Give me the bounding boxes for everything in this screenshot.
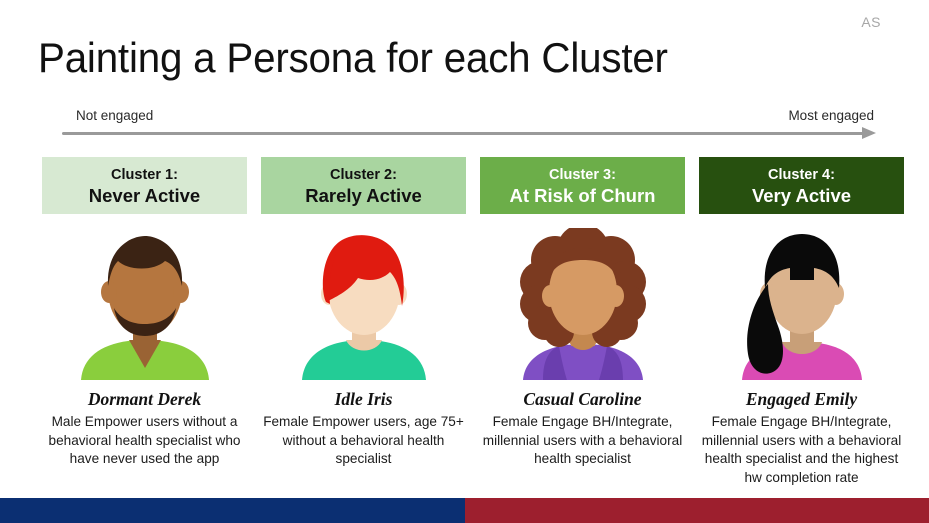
persona-column-3: Cluster 3: At Risk of Churn [480,157,685,497]
persona-name-2: Idle Iris [334,389,393,409]
avatar-female-ponytail-icon [741,234,862,380]
author-initials-badge: AS [861,14,881,30]
avatar-female-curly-icon [519,228,646,380]
persona-column-4: Cluster 4: Very Active Engaged Emily Fem… [699,157,904,497]
persona-name-1: Dormant Derek [87,389,202,409]
cluster-name-4: Very Active [751,184,852,206]
cluster-name-1: Never Active [88,184,201,206]
cluster-bar-3[interactable]: Cluster 3: At Risk of Churn [480,157,685,214]
arrow-right-icon [862,127,876,139]
axis-line [62,132,868,135]
cluster-bar-4[interactable]: Cluster 4: Very Active [699,157,904,214]
persona-column-1: Cluster 1: Never Active Dormant Derek Ma… [42,157,247,497]
footer-band-red [465,498,929,523]
cluster-label-1: Cluster 1: [111,166,178,183]
persona-name-4: Engaged Emily [745,389,858,409]
persona-description-3: Female Engage BH/Integrate, millennial u… [482,414,683,466]
page-title: Painting a Persona for each Cluster [38,34,668,81]
avatar [499,228,667,380]
engagement-axis: Not engaged Most engaged [62,108,880,139]
persona-column-2: Cluster 2: Rarely Active Idle Iris Femal… [261,157,466,497]
avatar [718,228,886,380]
persona-columns: Cluster 1: Never Active Dormant Derek Ma… [42,157,904,497]
persona-description-2: Female Empower users, age 75+ without a … [263,414,464,466]
avatar-male-beard-icon [80,236,209,380]
cluster-name-2: Rarely Active [305,184,422,206]
avatar [280,228,448,380]
persona-description-4: Female Engage BH/Integrate, millennial u… [701,414,902,485]
cluster-label-2: Cluster 2: [330,166,397,183]
axis-label-left: Not engaged [76,108,154,123]
footer-band-blue [0,498,465,523]
persona-name-3: Casual Caroline [523,389,642,409]
cluster-name-3: At Risk of Churn [509,184,656,206]
cluster-bar-2[interactable]: Cluster 2: Rarely Active [261,157,466,214]
avatar-female-redhair-icon [301,235,426,380]
avatar [61,228,229,380]
cluster-bar-1[interactable]: Cluster 1: Never Active [42,157,247,214]
cluster-label-3: Cluster 3: [549,166,616,183]
persona-description-1: Male Empower users without a behavioral … [48,414,241,466]
cluster-label-4: Cluster 4: [768,166,835,183]
footer-band [0,498,929,523]
axis-label-right: Most engaged [788,108,874,123]
